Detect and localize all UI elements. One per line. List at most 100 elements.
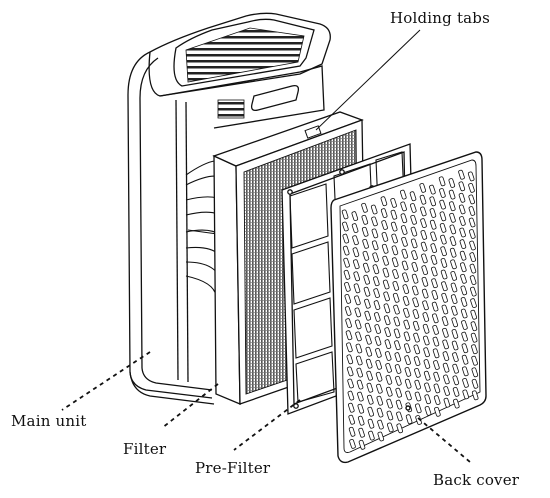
perforation-slot [467, 171, 475, 182]
perforation-slot [439, 188, 446, 198]
perforation-slot [395, 399, 403, 410]
perforation-slot [459, 239, 467, 249]
perforation-slot [469, 240, 476, 251]
perforation-slot [358, 439, 366, 450]
perforation-slot [420, 218, 427, 228]
perforation-slot [458, 192, 466, 203]
perforation-slot [433, 371, 440, 382]
back-cover-rim [339, 159, 481, 453]
back-cover [330, 151, 487, 464]
perforation-slot [458, 181, 466, 192]
perforation-slot [348, 402, 355, 413]
perforation-slot [414, 391, 422, 402]
perforation-slot [391, 245, 399, 256]
perforation-slot [380, 208, 388, 218]
perforation-slot [443, 386, 450, 396]
prefilter-clip [293, 403, 299, 409]
perforation-slot [380, 196, 388, 207]
perforation-slot [392, 269, 399, 279]
perforation-slot [424, 394, 431, 405]
perforation-slot [468, 183, 475, 193]
perforation-slot [372, 252, 379, 263]
main-unit-leader [61, 351, 151, 411]
perforation-slot [404, 355, 411, 365]
perforation-slot [412, 285, 419, 296]
perforation-slot [356, 367, 363, 378]
perforation-slot [423, 370, 431, 381]
perforation-slot [382, 267, 390, 278]
perforation-slot [368, 430, 375, 441]
perforation-slot [431, 266, 438, 277]
perforation-slot [367, 394, 374, 405]
perforation-slot [376, 395, 384, 406]
perforation-slot [362, 238, 369, 249]
perforation-slot [440, 269, 448, 280]
perforation-slot [430, 243, 437, 253]
perforation-slot [404, 367, 412, 377]
perforation-slot [439, 211, 447, 222]
perforation-slot [470, 321, 478, 332]
pre-filter-leader [233, 399, 301, 451]
perforation-slot [356, 379, 364, 390]
perforation-slot [442, 362, 450, 373]
perforation-slot [461, 343, 469, 354]
perforation-slot [354, 319, 362, 330]
perforation-slot [387, 422, 394, 433]
perforation-slot [395, 375, 402, 386]
perforation-slot [353, 283, 361, 294]
perforation-slot [433, 360, 440, 370]
perforation-slot [443, 397, 451, 408]
perforation-slot [356, 355, 363, 366]
perforation-slot [423, 335, 430, 346]
perforation-slot [451, 317, 458, 328]
perforation-slot [411, 250, 418, 260]
perforation-slot [404, 378, 412, 389]
perforation-slot [441, 281, 448, 292]
perforation-slot [342, 233, 350, 244]
perforation-slot [393, 328, 401, 339]
perforation-slot [413, 332, 420, 343]
perforation-slot [376, 383, 383, 394]
perforation-slot [431, 301, 439, 312]
perforation-slot [357, 403, 365, 414]
perforation-slot [373, 276, 380, 287]
perforation-slot [400, 189, 407, 200]
perforation-slot [413, 356, 421, 366]
perforation-slot [461, 331, 468, 342]
perforation-slot [410, 226, 418, 237]
perforation-slot [383, 291, 390, 302]
perforation-slot [430, 231, 437, 242]
perforation-slot [346, 342, 353, 353]
perforation-slot [462, 378, 469, 388]
perforation-slot [424, 382, 431, 393]
perforation-slot [362, 250, 370, 261]
perforation-slot [394, 364, 402, 374]
perforation-slot [364, 322, 372, 333]
perforation-slot [354, 307, 362, 318]
perforation-slot [396, 423, 403, 434]
perforation-slot [458, 169, 465, 180]
perforation-slot [366, 382, 374, 393]
perforation-slot [345, 318, 352, 328]
perforation-slot [343, 269, 351, 280]
perforation-slot [450, 259, 457, 270]
perforation-slot [433, 395, 441, 405]
perforation-slot [422, 323, 430, 334]
perforation-slot [439, 223, 447, 233]
perforation-slot [419, 183, 426, 193]
perforation-slot [451, 305, 458, 316]
back-cover-perforations [341, 169, 479, 450]
perforation-slot [361, 214, 369, 225]
perforation-slot [460, 285, 468, 296]
perforation-slot [386, 398, 393, 409]
perforation-slot [458, 204, 466, 215]
perforation-slot [452, 375, 460, 386]
perforation-slot [469, 252, 476, 262]
perforation-slot [461, 320, 468, 330]
perforation-slot [471, 378, 479, 389]
perforation-slot [449, 236, 457, 246]
perforation-slot [409, 191, 417, 202]
perforation-slot [384, 327, 391, 337]
perforation-slot [468, 194, 475, 205]
perforation-slot [345, 330, 353, 341]
